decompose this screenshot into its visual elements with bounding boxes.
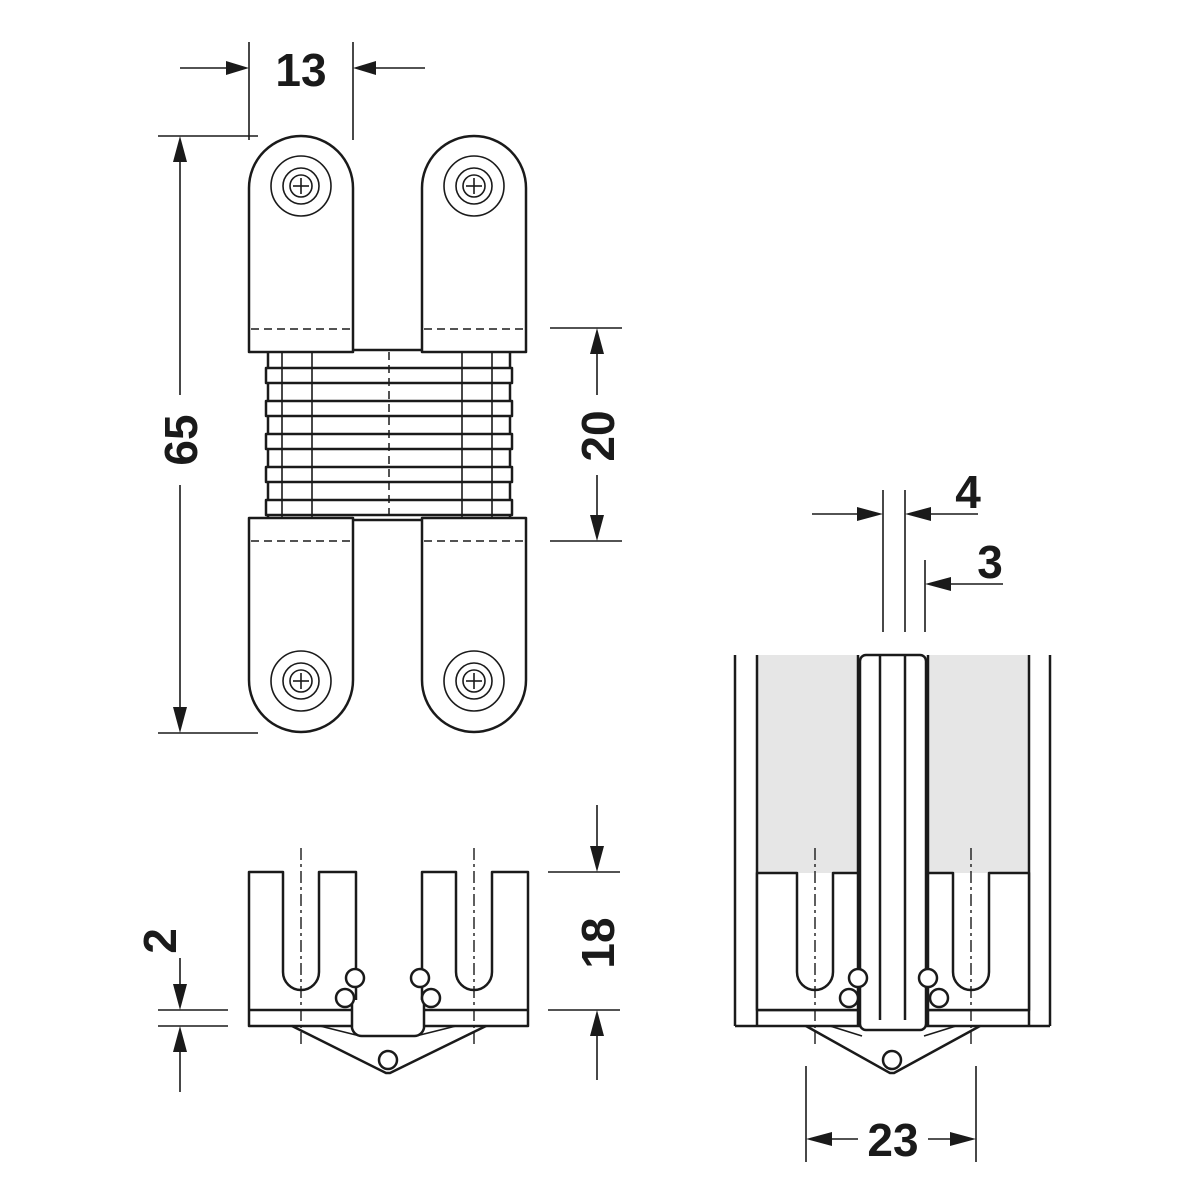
hinge-installed-left-block (755, 871, 860, 1012)
hinge-front-view: 13 65 20 (155, 42, 624, 734)
dimension-knuckle: 20 (550, 327, 624, 542)
dimension-label-length: 65 (155, 414, 207, 465)
hinge-side-right-block (420, 870, 530, 1028)
hinge-leaf-bottom-left (247, 516, 355, 734)
dimension-mortise-width: 23 (805, 1066, 977, 1166)
dimension-label-depth: 18 (572, 917, 624, 968)
screw-hole-icon (270, 650, 332, 712)
door-panel-right (928, 655, 1029, 873)
dimension-label-knuckle: 20 (572, 410, 624, 461)
door-panel-left (757, 655, 858, 873)
hinge-leaf-bottom-right (420, 516, 528, 734)
dimension-label-plate-thickness: 2 (134, 928, 186, 954)
hinge-arm-mechanism (291, 967, 487, 1075)
hinge-installed-arm (805, 653, 981, 1075)
dimension-label-width: 13 (275, 44, 326, 96)
screw-hole-icon (270, 155, 332, 217)
dimension-label-gap-inner: 3 (977, 536, 1003, 588)
dimension-gap-inner: 3 (925, 536, 1003, 591)
hinge-installed-section-view: 4 3 23 (733, 466, 1052, 1166)
dimension-length: 65 (155, 135, 258, 734)
hinge-leaf-top-left (247, 134, 355, 354)
dimension-label-mortise-width: 23 (867, 1114, 918, 1166)
hinge-leaf-top-right (420, 134, 528, 354)
dimension-gap-outer: 4 (812, 466, 981, 521)
dimension-depth: 18 (548, 805, 624, 1080)
hinge-installed-right-block (926, 871, 1031, 1012)
dimension-label-gap-outer: 4 (955, 466, 981, 518)
hinge-side-left-block (247, 870, 358, 1028)
screw-hole-icon (443, 650, 505, 712)
hinge-side-view: 18 2 (134, 805, 624, 1092)
screw-hole-icon (443, 155, 505, 217)
hinge-knuckle-body (264, 348, 514, 522)
dimension-plate-thickness: 2 (134, 928, 228, 1092)
dimension-width: 13 (180, 42, 425, 140)
